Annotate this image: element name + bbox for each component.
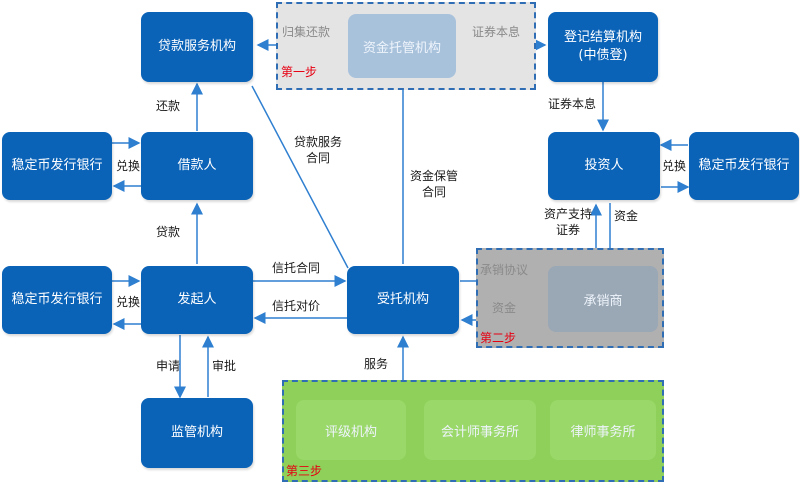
edge-label-abs: 资产支持 证券 (544, 206, 592, 238)
trustee-node[interactable]: 受托机构 (347, 266, 459, 334)
accounting-node[interactable]: 会计师事务所 (424, 400, 536, 460)
rating-node[interactable]: 评级机构 (296, 400, 406, 460)
stablecoin-bank-node-2[interactable]: 稳定币发行银行 (2, 266, 112, 334)
regulator-label: 监管机构 (170, 425, 223, 440)
registry-node[interactable]: 登记结算机构 (中债登) (548, 12, 658, 82)
regulator-node[interactable]: 监管机构 (141, 398, 253, 468)
borrower-label: 借款人 (177, 158, 217, 173)
stablecoin-bank-label-1: 稳定币发行银行 (11, 158, 103, 173)
edge-label-loan-service-contract-l1: 贷款服务 (294, 135, 343, 149)
edge-label-service: 服务 (364, 357, 389, 371)
edge-label-approve: 审批 (212, 359, 237, 373)
edge-label-trust-consideration: 信托对价 (272, 299, 321, 313)
registry-label-line2: (中债登) (578, 48, 628, 63)
edge-label-custody-contract-l1: 资金保管 (410, 169, 459, 183)
edge-label-loan-service-contract-l2: 合同 (306, 151, 331, 165)
custodian-label: 资金托管机构 (362, 40, 441, 56)
edge-label-abs-l1: 资产支持 (544, 207, 593, 221)
originator-node[interactable]: 发起人 (141, 266, 253, 334)
underwriter-label: 承销商 (583, 293, 623, 309)
line-loan-service-contract (251, 85, 349, 269)
zone-step2: 承销商 第二步 (476, 248, 664, 348)
underwriter-node[interactable]: 承销商 (548, 266, 658, 332)
edge-label-exchange-3: 兑换 (662, 159, 687, 173)
zone-step3-label: 第三步 (286, 464, 323, 478)
edge-label-loan: 贷款 (156, 225, 181, 239)
zone-step1: 资金托管机构 第一步 (276, 2, 536, 90)
stablecoin-bank-node-1[interactable]: 稳定币发行银行 (2, 132, 112, 200)
rating-label: 评级机构 (324, 424, 377, 440)
borrower-node[interactable]: 借款人 (141, 132, 253, 200)
edge-label-custody-contract: 资金保管 合同 (410, 168, 458, 200)
zone-step2-label: 第二步 (480, 331, 517, 345)
loan-service-label: 贷款服务机构 (157, 39, 236, 54)
edge-label-exchange-2: 兑换 (116, 295, 141, 309)
edge-label-abs-l2: 证券 (556, 223, 581, 237)
edge-label-funds-investor: 资金 (614, 209, 639, 223)
edge-label-collect-repay: 归集还款 (282, 25, 331, 39)
stablecoin-bank-label-2: 稳定币发行银行 (11, 292, 103, 307)
edge-label-bond-interest-top: 证券本息 (472, 25, 521, 39)
zone-step3: 评级机构 会计师事务所 律师事务所 第三步 (282, 380, 664, 482)
edge-label-bond-interest-right: 证券本息 (548, 97, 597, 111)
edge-label-funds-underwriter: 资金 (492, 301, 517, 315)
edge-label-custody-contract-l2: 合同 (422, 185, 447, 199)
trustee-label: 受托机构 (376, 292, 429, 307)
custodian-node[interactable]: 资金托管机构 (348, 14, 456, 78)
edge-label-apply: 申请 (156, 359, 181, 373)
investor-label: 投资人 (584, 158, 624, 173)
zone-step1-label: 第一步 (281, 65, 318, 79)
edge-label-exchange-1: 兑换 (116, 159, 141, 173)
originator-label: 发起人 (177, 292, 217, 307)
edge-label-repay: 还款 (156, 99, 181, 113)
law-firm-label: 律师事务所 (570, 424, 636, 440)
edge-label-trust-contract: 信托合同 (272, 261, 321, 275)
loan-service-node[interactable]: 贷款服务机构 (141, 12, 253, 82)
law-firm-node[interactable]: 律师事务所 (550, 400, 656, 460)
accounting-label: 会计师事务所 (440, 424, 519, 440)
edge-label-loan-service-contract: 贷款服务 合同 (294, 134, 342, 166)
stablecoin-bank-label-3: 稳定币发行银行 (698, 158, 790, 173)
edge-label-underwriting-agreement: 承销协议 (480, 263, 529, 277)
registry-label-line1: 登记结算机构 (563, 30, 642, 45)
investor-node[interactable]: 投资人 (548, 132, 660, 200)
stablecoin-bank-node-3[interactable]: 稳定币发行银行 (689, 132, 799, 200)
